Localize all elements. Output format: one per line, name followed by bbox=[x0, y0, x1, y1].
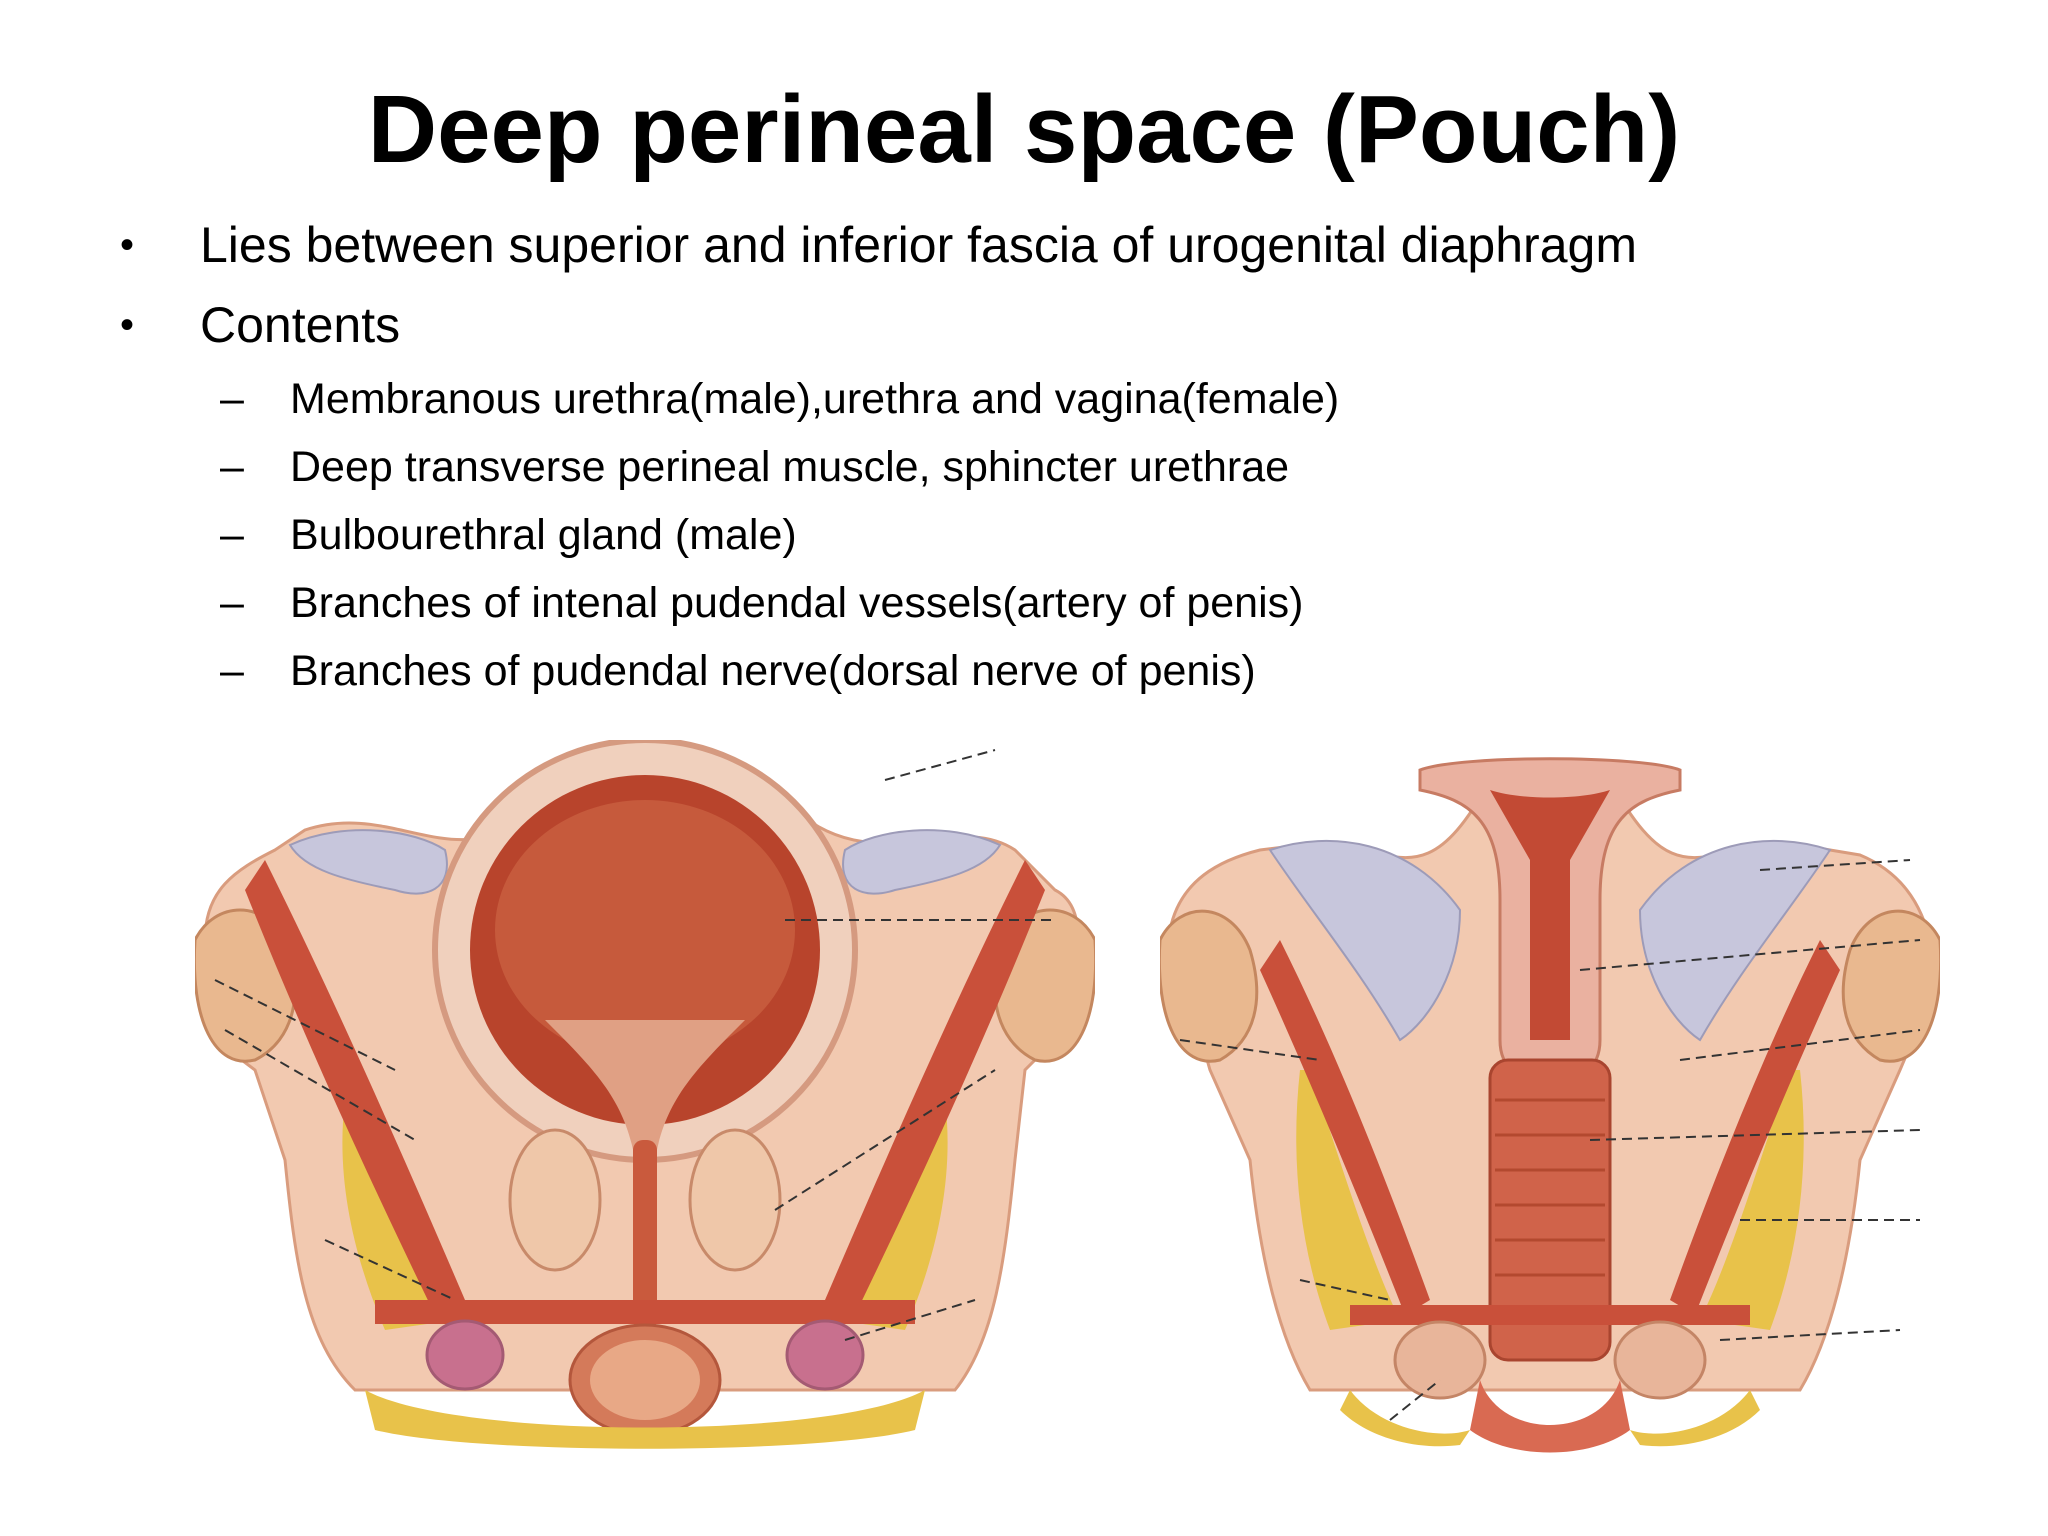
sub-bullet-text: Branches of pudendal nerve(dorsal nerve … bbox=[290, 647, 1256, 695]
sub-bullet-dash: – bbox=[220, 443, 244, 491]
sub-bullet-dash: – bbox=[220, 647, 244, 695]
sub-bullet-item: – Branches of intenal pudendal vessels(a… bbox=[120, 569, 1960, 637]
sub-bullet-dash: – bbox=[220, 511, 244, 559]
slide-title: Deep perineal space (Pouch) bbox=[367, 76, 1681, 183]
bullet-text: Contents bbox=[200, 297, 401, 353]
female-pelvis-illustration bbox=[1160, 740, 1940, 1460]
sub-bullet-text: Membranous urethra(male),urethra and vag… bbox=[290, 375, 1340, 423]
sub-bullet-item: – Deep transverse perineal muscle, sphin… bbox=[120, 433, 1960, 501]
sub-bullet-dash: – bbox=[220, 579, 244, 627]
male-pelvis-illustration bbox=[195, 740, 1095, 1460]
bullet-item: • Lies between superior and inferior fas… bbox=[120, 205, 1960, 285]
sub-bullet-dash: – bbox=[220, 375, 244, 423]
bullet-item: • Contents bbox=[120, 285, 1960, 365]
sub-bullet-list: – Membranous urethra(male),urethra and v… bbox=[120, 365, 1960, 705]
sub-bullet-text: Deep transverse perineal muscle, sphinct… bbox=[290, 443, 1290, 491]
bullet-text: Lies between superior and inferior fasci… bbox=[200, 217, 1637, 273]
sub-bullet-item: – Branches of pudendal nerve(dorsal nerv… bbox=[120, 637, 1960, 705]
bullet-list: • Lies between superior and inferior fas… bbox=[120, 205, 1960, 705]
bullet-dot: • bbox=[120, 223, 135, 267]
sub-bullet-item: – Bulbourethral gland (male) bbox=[120, 501, 1960, 569]
sub-bullet-item: – Membranous urethra(male),urethra and v… bbox=[120, 365, 1960, 433]
sub-bullet-text: Bulbourethral gland (male) bbox=[290, 511, 797, 559]
bullet-dot: • bbox=[120, 303, 135, 347]
sub-bullet-text: Branches of intenal pudendal vessels(art… bbox=[290, 579, 1304, 627]
